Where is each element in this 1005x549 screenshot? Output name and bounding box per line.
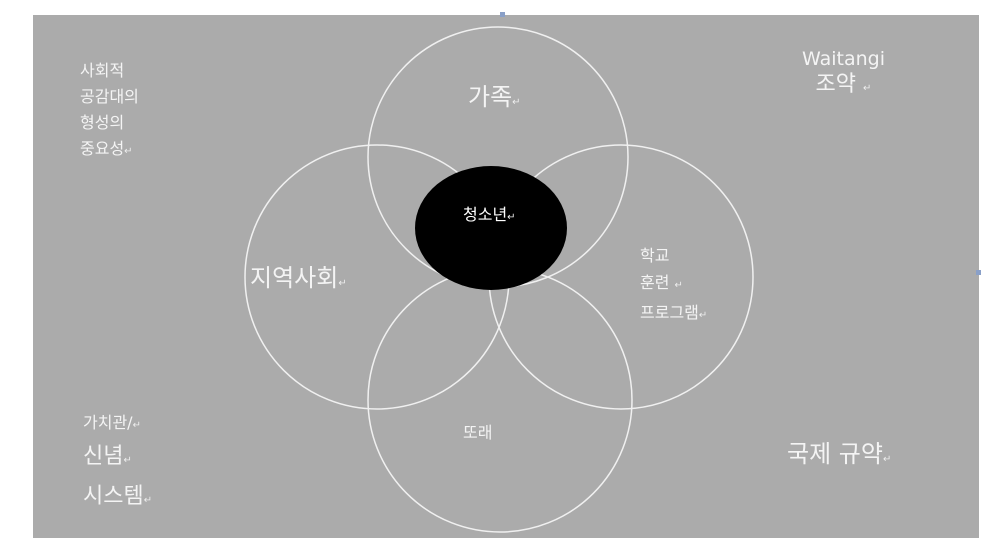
program-line: 프로그램↵ xyxy=(640,303,708,322)
note-waitangi-treaty: Waitangi 조약 ↵ xyxy=(802,46,885,102)
label-youth: 청소년↵ xyxy=(463,205,516,224)
note-line: Waitangi xyxy=(802,48,885,70)
resize-handle-right[interactable] xyxy=(976,270,981,275)
note-international-convention: 국제 규약↵ xyxy=(787,440,892,468)
label-community: 지역사회↵ xyxy=(250,264,347,292)
note-line: 시스템↵ xyxy=(83,484,153,509)
label-school: 학교 훈련 ↵ 프로그램↵ xyxy=(640,242,707,329)
note-line: 형성의 xyxy=(80,113,125,132)
note-line: 사회적 xyxy=(80,61,125,80)
circle-peers xyxy=(367,267,633,533)
note-values-beliefs: 가치관/↵ 신념↵ 시스템↵ xyxy=(83,410,152,519)
school-line: 학교 xyxy=(640,246,670,265)
note-line: 조약 ↵ xyxy=(815,72,872,97)
note-social-empathy: 사회적 공감대의 형성의 중요성↵ xyxy=(80,58,139,165)
label-peers: 또래 xyxy=(463,423,493,442)
note-line: 중요성↵ xyxy=(80,139,133,158)
center-ellipse-youth xyxy=(415,166,567,290)
note-line: 신념↵ xyxy=(83,444,132,469)
resize-handle-top[interactable] xyxy=(500,12,505,17)
training-line: 훈련 ↵ xyxy=(640,273,683,292)
note-line: 가치관/↵ xyxy=(83,413,141,432)
note-line: 공감대의 xyxy=(80,87,139,106)
label-family: 가족↵ xyxy=(468,83,521,111)
